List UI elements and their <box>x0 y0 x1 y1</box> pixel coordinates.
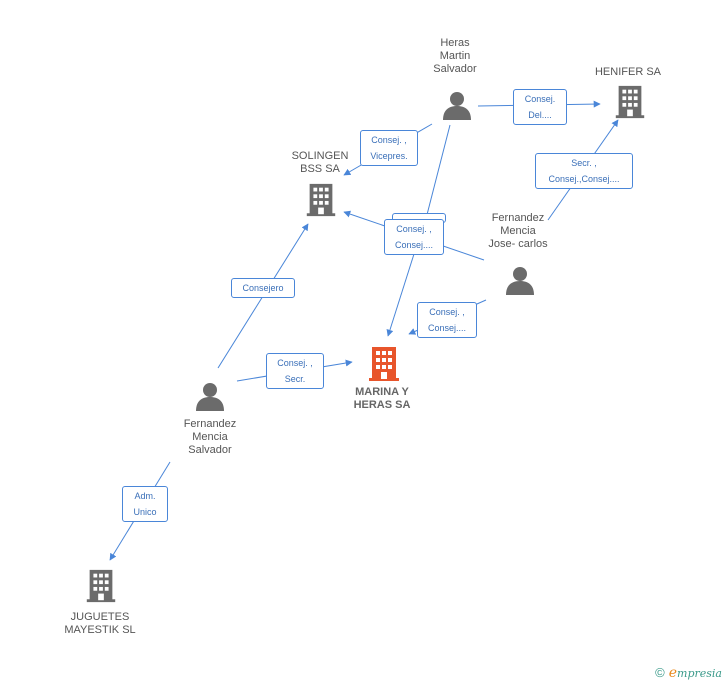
edge-label-line: Adm. <box>134 491 156 501</box>
edge-label-line: Consej. , <box>429 307 465 317</box>
node-label-line: Fernandez <box>183 418 237 430</box>
node-label-fms[interactable]: Fernandez Mencia Salvador <box>170 418 250 457</box>
node-label-line: MAYESTIK SL <box>64 624 136 636</box>
node-label-line: Salvador <box>188 444 232 456</box>
edge-label-line: Consejero <box>242 283 284 293</box>
edge-label-line: Del.... <box>528 110 552 120</box>
edge-label-line: Consej. , <box>396 224 432 234</box>
brand-logo-initial: e <box>668 665 678 681</box>
edge-label-fmjc-marina[interactable]: Consej. , Consej.... <box>417 302 477 338</box>
edge-label-line: Consej. <box>524 94 556 104</box>
building-icon <box>369 347 399 381</box>
edge-heras-marina-lower <box>386 253 415 337</box>
node-label-line: JUGUETES <box>70 611 130 623</box>
node-label-henifer[interactable]: HENIFER SA <box>588 66 668 79</box>
building-icon <box>615 85 645 119</box>
node-label-line: HERAS SA <box>353 399 411 411</box>
node-label-line: MARINA Y <box>355 386 409 398</box>
node-label-line: BSS SA <box>300 163 340 175</box>
brand-logo-text: mpresia <box>677 667 722 680</box>
node-label-line: Heras <box>440 37 470 49</box>
edge-label-line: Consej.... <box>427 323 467 333</box>
edge-label-line: Consej. , <box>277 358 313 368</box>
edge-label-line: Consej.,Consej.... <box>548 174 620 184</box>
edge-label-line: Consej. , <box>371 135 407 145</box>
edge-label-heras-henifer[interactable]: Consej. Del.... <box>513 89 567 125</box>
edge-label-line: Secr. <box>284 374 306 384</box>
node-label-heras[interactable]: Heras Martin Salvador <box>420 37 490 76</box>
person-icon <box>443 92 471 120</box>
person-icon <box>196 383 224 411</box>
copyright-icon: © <box>655 665 665 680</box>
node-label-fmjc[interactable]: Fernandez Mencia Jose- carlos <box>474 212 562 251</box>
node-label-line: Fernandez <box>491 212 545 224</box>
edge-label-line: Consej.... <box>394 240 434 250</box>
brand-footer: ©empresia <box>655 665 722 681</box>
building-icon <box>86 569 116 603</box>
node-label-line: SOLINGEN <box>291 150 349 162</box>
building-icon <box>306 183 336 217</box>
edge-label-heras-solingen[interactable]: Consej. , Vicepres. <box>360 130 418 166</box>
edge-label-fmjc-henifer[interactable]: Secr. , Consej.,Consej.... <box>535 153 633 189</box>
node-label-line: Jose- carlos <box>488 238 548 250</box>
edge-label-line: Unico <box>133 507 157 517</box>
edge-label-fms-solingen[interactable]: Consejero <box>231 278 295 298</box>
node-label-juguetes[interactable]: JUGUETES MAYESTIK SL <box>52 611 148 637</box>
edge-label-line: Vicepres. <box>370 151 408 161</box>
node-label-line: Mencia <box>500 225 536 237</box>
edge-label-line: Secr. , <box>571 158 597 168</box>
node-label-line: Salvador <box>433 63 477 75</box>
edge-label-fmjc-solingen[interactable]: Consej. , Consej.... <box>384 219 444 255</box>
edge-label-fms-juguetes[interactable]: Adm. Unico <box>122 486 168 522</box>
edge-label-fms-marina[interactable]: Consej. , Secr. <box>266 353 324 389</box>
node-label-line: HENIFER SA <box>594 66 661 78</box>
node-label-line: Mencia <box>192 431 228 443</box>
node-label-line: Martin <box>439 50 471 62</box>
node-label-marina[interactable]: MARINA Y HERAS SA <box>340 386 424 412</box>
node-label-solingen[interactable]: SOLINGEN BSS SA <box>282 150 358 176</box>
person-icon <box>506 267 534 295</box>
